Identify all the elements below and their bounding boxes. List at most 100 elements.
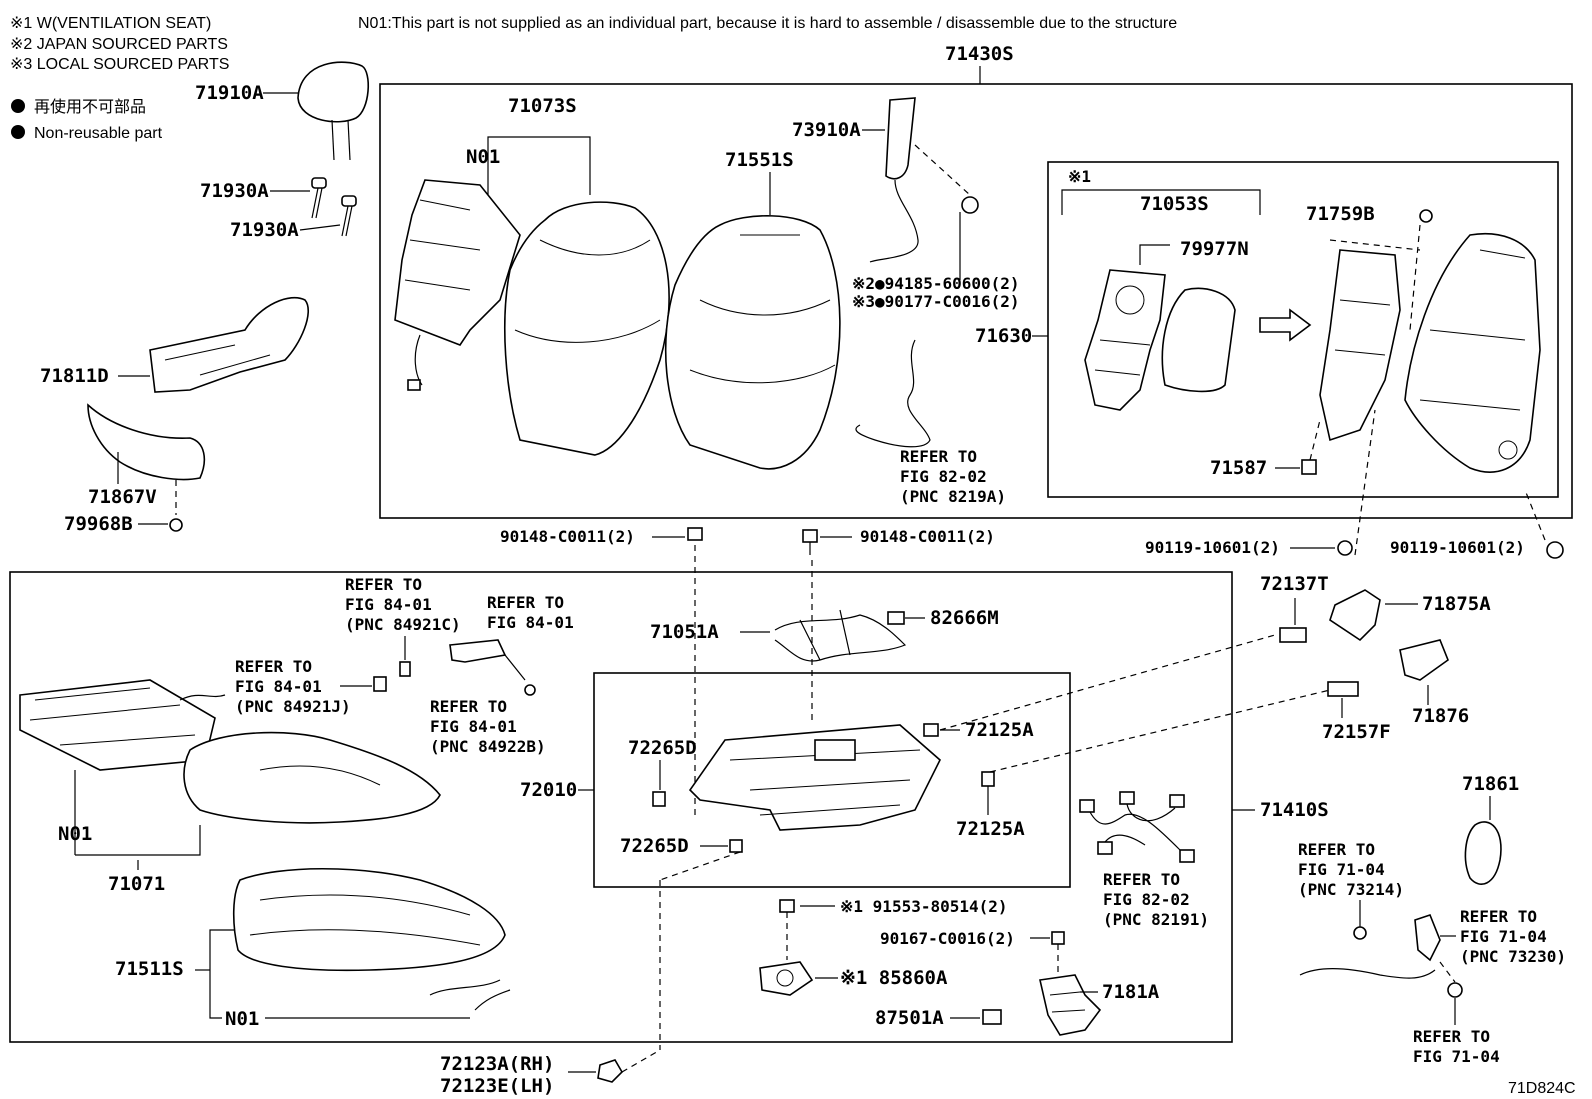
label-72123A: 72123A(RH) <box>440 1053 554 1075</box>
side-cable-part <box>1299 914 1441 979</box>
label-79968B: 79968B <box>64 513 133 535</box>
seat-harness-part <box>774 609 907 662</box>
ref-84921C-line2: FIG 84-01 <box>345 595 432 614</box>
seat-track-part <box>688 724 941 831</box>
label-71930A-1: 71930A <box>200 180 269 202</box>
sensor-84921J-icon <box>373 676 387 692</box>
ref-73214-line3: (PNC 73214) <box>1298 880 1404 899</box>
cushion-harness-part <box>1079 791 1195 863</box>
label-71051A: 71051A <box>650 621 719 643</box>
cover-72137T-icon <box>1279 627 1307 643</box>
label-72137T: 72137T <box>1260 573 1329 595</box>
sensor-84921C-icon <box>399 661 411 677</box>
ref-84921C-line3: (PNC 84921C) <box>345 615 461 634</box>
ref-84922B-line3: (PNC 84922B) <box>430 737 546 756</box>
side-knob-part <box>1464 821 1502 885</box>
ventilation-fan-frame-part <box>1084 269 1166 411</box>
ref-73230-line2: FIG 71-04 <box>1460 927 1547 946</box>
clip-73214-icon <box>1353 926 1367 940</box>
ref-71-04-line2: FIG 71-04 <box>1413 1047 1500 1066</box>
label-71811D: 71811D <box>40 365 109 387</box>
label-71430S: 71430S <box>945 43 1014 65</box>
seat-track-box <box>593 672 1071 888</box>
legend-non-reusable-en: Non-reusable part <box>34 125 163 142</box>
cover-72125A-2-icon <box>981 771 995 787</box>
label-82666M: 82666M <box>930 607 999 629</box>
label-71867V: 71867V <box>88 486 157 508</box>
cover-72157F-icon <box>1327 681 1359 697</box>
label-72010: 72010 <box>520 779 577 801</box>
ref-82191-line3: (PNC 82191) <box>1103 910 1209 929</box>
seatback-heater-mat-part <box>394 179 521 391</box>
ref-73214-line1: REFER TO <box>1298 840 1375 859</box>
label-73910A: 73910A <box>792 119 861 141</box>
clip-71759B-icon <box>1419 209 1433 223</box>
ref-84922B-line1: REFER TO <box>430 697 507 716</box>
cover-72265D-1-icon <box>652 791 666 807</box>
seat-shield-part <box>149 296 310 393</box>
label-71410S: 71410S <box>1260 799 1329 821</box>
label-71073S: 71073S <box>508 95 577 117</box>
seatback-cover-part <box>503 201 670 456</box>
part-71587-icon <box>1301 459 1317 475</box>
ref-71-04-line1: REFER TO <box>1413 1027 1490 1046</box>
ref-84921J-line1: REFER TO <box>235 657 312 676</box>
label-72123E: 72123E(LH) <box>440 1075 554 1097</box>
label-71551S: 71551S <box>725 149 794 171</box>
ventilation-bracket-part <box>1319 249 1401 442</box>
seat-cushion-assembly-box <box>9 571 1233 1043</box>
shield-cover-part <box>87 403 206 481</box>
label-N01-bot: N01 <box>225 1008 259 1030</box>
label-71071: 71071 <box>108 873 165 895</box>
seatback-assembly-box <box>379 83 1573 519</box>
ref-8219A-line1: REFER TO <box>900 447 977 466</box>
recliner-inner-cover-part <box>1399 639 1449 681</box>
non-reusable-dot-icon <box>11 125 25 139</box>
connector-82666M-icon <box>887 611 905 625</box>
bolt-90119-2-icon <box>1546 541 1564 559</box>
ref-82191-line1: REFER TO <box>1103 870 1180 889</box>
airbag-nut-icon <box>961 196 979 214</box>
cover-72125A-1-icon <box>923 723 939 737</box>
label-N01-top: N01 <box>466 146 500 168</box>
cushion-cover-part <box>183 731 441 824</box>
label-85860A: ※1 85860A <box>840 967 948 989</box>
ref-84922B-line2: FIG 84-01 <box>430 717 517 736</box>
label-72125A-1: 72125A <box>965 719 1034 741</box>
arrow-icon <box>1259 308 1312 342</box>
label-90119-2: 90119-10601(2) <box>1390 538 1525 557</box>
label-71053S: 71053S <box>1140 193 1209 215</box>
ref-73214-line2: FIG 71-04 <box>1298 860 1385 879</box>
ref-73230-line3: (PNC 73230) <box>1460 947 1566 966</box>
ventilation-box <box>1047 161 1559 498</box>
seatback-frame-part <box>1404 233 1541 473</box>
bolt-90148-2-icon <box>802 529 818 543</box>
recliner-cover-part <box>1329 589 1381 642</box>
bolt-90119-1-icon <box>1337 540 1353 556</box>
label-71759B: 71759B <box>1306 203 1375 225</box>
seatback-pad-part <box>664 215 841 470</box>
clip-71-04-icon <box>1447 982 1463 998</box>
label-90119-1: 90119-10601(2) <box>1145 538 1280 557</box>
label-79977N: 79977N <box>1180 238 1249 260</box>
label-71910A: 71910A <box>195 82 264 104</box>
label-94185: ※2●94185-60600(2) <box>852 274 1020 293</box>
cushion-pad-part <box>232 867 511 1011</box>
occupant-sensor-part <box>449 639 536 696</box>
bolt-90148-1-icon <box>687 527 703 541</box>
label-mark1-box: ※1 <box>1068 167 1091 186</box>
label-71511S: 71511S <box>115 958 184 980</box>
ref-8219A-line3: (PNC 8219A) <box>900 487 1006 506</box>
label-72157F: 72157F <box>1322 721 1391 743</box>
label-71630: 71630 <box>975 325 1032 347</box>
non-reusable-dot-icon <box>11 99 25 113</box>
ref-84-01-line1: REFER TO <box>487 593 564 612</box>
side-airbag-part <box>869 97 919 263</box>
legend-non-reusable-jp: 再使用不可部品 <box>34 97 146 116</box>
label-71876: 71876 <box>1412 705 1469 727</box>
headrest-part <box>297 61 370 161</box>
label-90148-2: 90148-C0011(2) <box>860 527 995 546</box>
bolt-90167-icon <box>1051 931 1065 945</box>
label-71587: 71587 <box>1210 457 1267 479</box>
